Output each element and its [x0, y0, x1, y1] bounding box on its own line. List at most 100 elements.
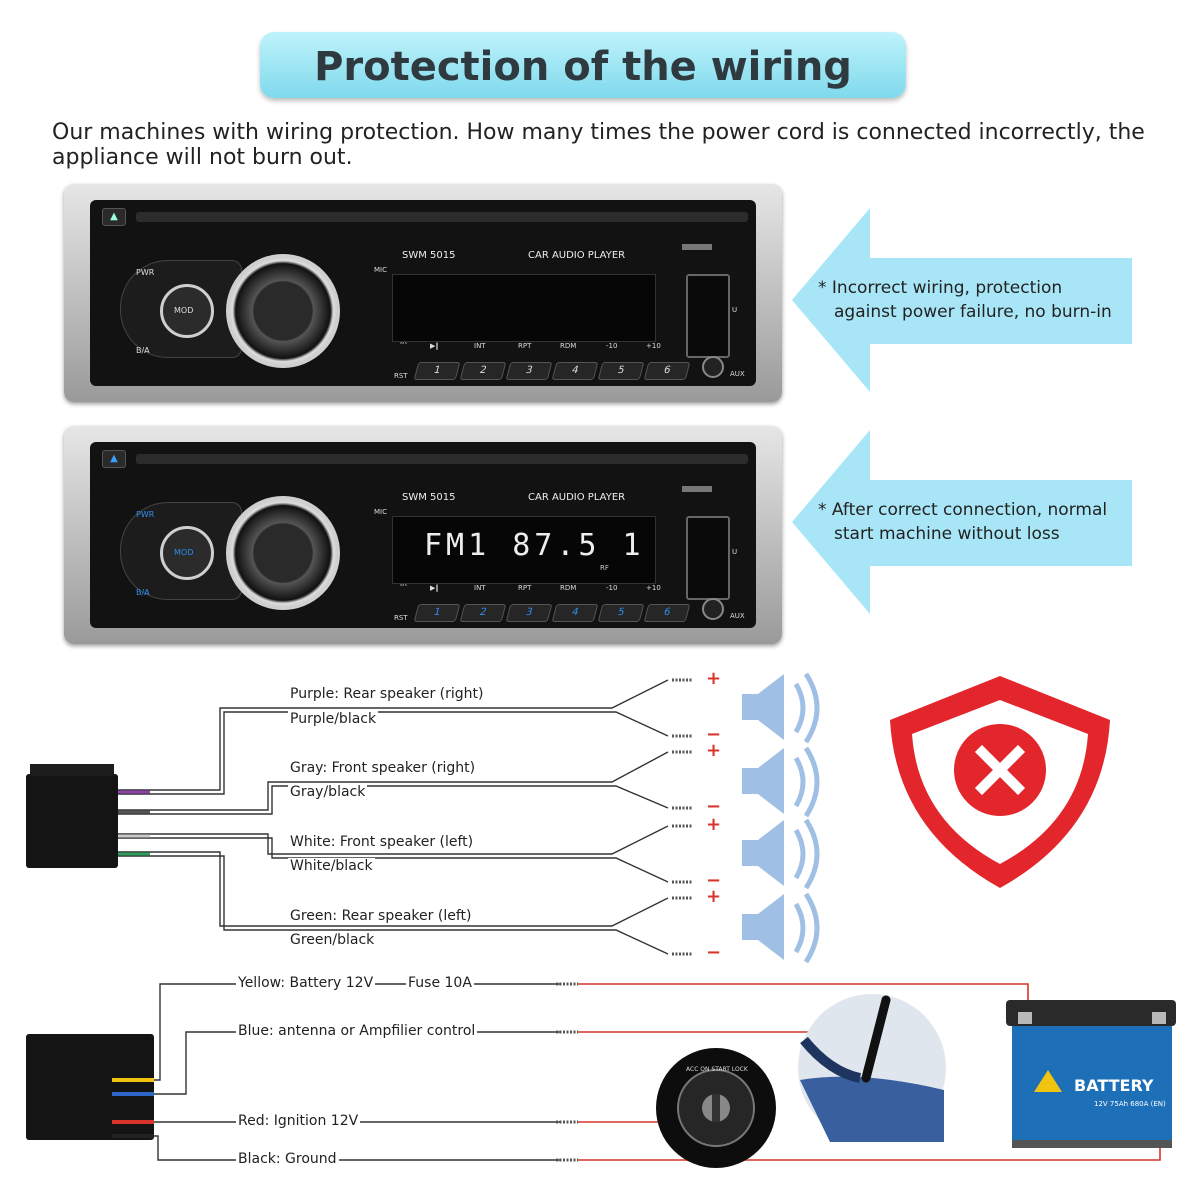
eject-icon: ▲ [102, 208, 126, 226]
power-connector [26, 1034, 154, 1140]
wire-label-purple: Purple: Rear speaker (right) [288, 686, 486, 702]
car-radio-on: ▲ PWR B/A MOD MIC IR RST SWM 5015 CAR AU… [64, 426, 782, 644]
eject-icon: ▲ [102, 450, 126, 468]
wire-label-purple-black: Purple/black [288, 711, 379, 727]
mod-label: MOD [174, 306, 194, 315]
page-title: Protection of the wiring [314, 44, 852, 90]
aux-label: AUX [730, 370, 745, 378]
left-arrow-icon [792, 208, 1132, 392]
aux-port [702, 598, 724, 620]
volume-dial [226, 496, 340, 610]
rf-label: RF [600, 564, 609, 572]
mod-label: MOD [174, 548, 194, 557]
fn-label: ▶‖ [430, 584, 439, 592]
battery-spec: 12V 75Ah 680A (EN) [1094, 1100, 1166, 1108]
left-arrow-icon [792, 430, 1132, 614]
usb-port [686, 516, 730, 600]
incorrect-note-line2: against power failure, no burn-in [834, 302, 1112, 322]
antenna-icon [798, 994, 946, 1142]
ba-label: B/A [136, 588, 150, 597]
speaker-connector [26, 774, 118, 868]
mod-button [160, 284, 214, 338]
correct-note-line2: start machine without loss [834, 524, 1060, 544]
aux-port [702, 356, 724, 378]
mod-button [160, 526, 214, 580]
wire-label-yellow: Yellow: Battery 12V [236, 975, 376, 991]
minus-sign: − [706, 870, 722, 891]
speaker-icon [742, 746, 820, 818]
model-label: SWM 5015 [402, 492, 456, 503]
radio-faceplate: ▲ PWR B/A MOD MIC IR RST SWM 5015 CAR AU… [90, 200, 756, 386]
intro-text: Our machines with wiring protection. How… [52, 120, 1145, 170]
mic-label: MIC [374, 266, 387, 274]
fn-label: +10 [646, 342, 661, 350]
fn-label: RDM [560, 342, 577, 350]
fn-label: RPT [518, 342, 532, 350]
plus-sign: + [706, 668, 722, 689]
plus-sign: + [706, 740, 722, 761]
wire-label-black: Black: Ground [236, 1151, 339, 1167]
speaker-icon [742, 818, 820, 890]
fn-label: INT [474, 342, 486, 350]
disc-slot [136, 212, 748, 222]
fn-label: -10 [606, 584, 618, 592]
fn-label: INT [474, 584, 486, 592]
connector-latch [30, 764, 114, 776]
disc-slot [136, 454, 748, 464]
pwr-label: PWR [136, 510, 155, 519]
radio-faceplate: ▲ PWR B/A MOD MIC IR RST SWM 5015 CAR AU… [90, 442, 756, 628]
minus-sign: − [706, 942, 722, 963]
fn-label: RDM [560, 584, 577, 592]
usb-label: U [732, 306, 738, 314]
fn-label: ▶‖ [430, 342, 439, 350]
wire-label-gray: Gray: Front speaker (right) [288, 760, 478, 776]
ba-label: B/A [136, 346, 150, 355]
pwr-label: PWR [136, 268, 155, 277]
rst-label: RST [394, 614, 408, 622]
wire-color-stubs [118, 790, 150, 856]
wire-label-green: Green: Rear speaker (left) [288, 908, 474, 924]
aux-label: AUX [730, 612, 745, 620]
ignition-key-icon [656, 1048, 776, 1168]
caption-label: CAR AUDIO PLAYER [528, 250, 626, 261]
mic-label: MIC [374, 508, 387, 516]
speaker-icon [742, 892, 820, 964]
power-wire-ends [556, 982, 578, 1162]
speaker-wires [118, 679, 669, 955]
plus-sign: + [706, 886, 722, 907]
fuse-label: Fuse 10A [406, 975, 474, 991]
battery-label: BATTERY [1074, 1076, 1154, 1095]
title-banner: Protection of the wiring [260, 32, 906, 98]
ir-label: IR [400, 338, 407, 346]
rst-label: RST [394, 372, 408, 380]
shield-x-icon [890, 676, 1110, 888]
speaker-icon [742, 672, 820, 744]
sd-slot [682, 486, 712, 492]
correct-note-line1: * After correct connection, normal [818, 500, 1108, 520]
wire-label-green-black: Green/black [288, 932, 377, 948]
wire-label-white-black: White/black [288, 858, 375, 874]
lcd-display [392, 516, 656, 584]
key-positions: ACC ON START LOCK [686, 1066, 748, 1073]
lcd-display [392, 274, 656, 342]
fn-label: RPT [518, 584, 532, 592]
power-wires [112, 983, 560, 1161]
minus-sign: − [706, 724, 722, 745]
ir-label: IR [400, 580, 407, 588]
fn-label: +10 [646, 584, 661, 592]
wire-label-white: White: Front speaker (left) [288, 834, 476, 850]
fn-label: -10 [606, 342, 618, 350]
frequency-readout: FM1 87.5 1 [424, 528, 645, 563]
usb-port [686, 274, 730, 358]
plus-sign: + [706, 814, 722, 835]
incorrect-note-line1: * Incorrect wiring, protection [818, 278, 1063, 298]
battery-icon [1006, 1000, 1176, 1148]
wire-label-blue: Blue: antenna or Ampfilier control [236, 1023, 478, 1039]
car-radio-off: ▲ PWR B/A MOD MIC IR RST SWM 5015 CAR AU… [64, 184, 782, 402]
wire-label-gray-black: Gray/black [288, 784, 368, 800]
wire-ends [672, 678, 692, 956]
sd-slot [682, 244, 712, 250]
volume-dial [226, 254, 340, 368]
